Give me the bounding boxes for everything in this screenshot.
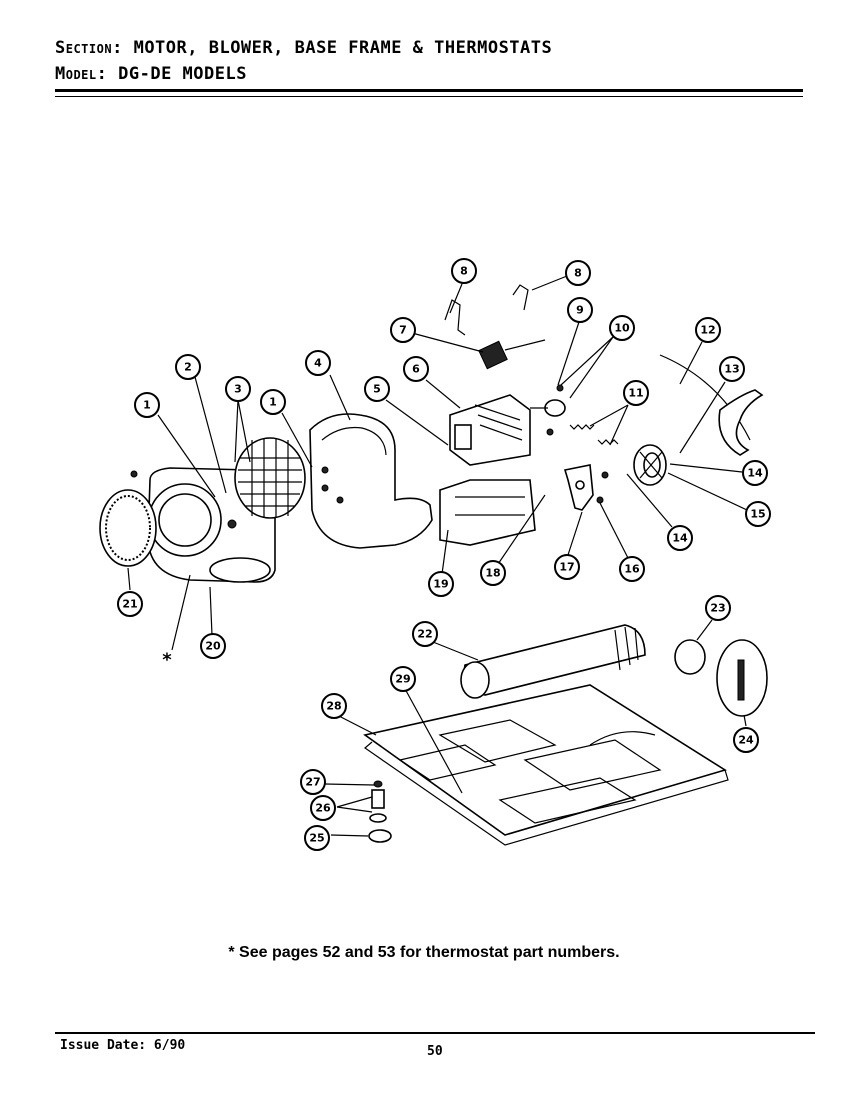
callout-9: 9 (567, 297, 593, 323)
svg-text:18: 18 (485, 567, 500, 580)
svg-text:10: 10 (614, 322, 630, 335)
svg-text:21: 21 (122, 598, 137, 611)
vent-strip (718, 389, 764, 456)
svg-text:8: 8 (574, 267, 582, 280)
callout-24: 24 (733, 727, 759, 753)
callout-6: 6 (403, 356, 429, 382)
callout-7: 7 (390, 317, 416, 343)
svg-text:6: 6 (412, 363, 420, 376)
thermostat-23-body (674, 639, 706, 675)
svg-text:26: 26 (315, 802, 331, 815)
svg-text:12: 12 (700, 324, 715, 337)
motor-clip-right (512, 284, 529, 311)
sensor-24-element (737, 659, 745, 701)
section-label: Section: (55, 38, 123, 58)
blower-wheel (234, 437, 306, 519)
svg-text:22: 22 (417, 628, 432, 641)
callout-23: 23 (705, 595, 731, 621)
exploded-parts-diagram: 1 2 3 1 4 5 6 7 8 8 9 10 11 12 13 14 15 … (99, 258, 771, 851)
svg-text:28: 28 (326, 700, 341, 713)
svg-text:15: 15 (750, 508, 765, 521)
screws (130, 384, 609, 529)
callout-22: 22 (412, 621, 438, 647)
callout-18: 18 (480, 560, 506, 586)
model-label: Model: (55, 64, 108, 84)
seal-ring (99, 489, 157, 567)
callout-5: 5 (364, 376, 390, 402)
svg-text:23: 23 (710, 602, 725, 615)
svg-text:14: 14 (747, 467, 763, 480)
callout-12: 12 (695, 317, 721, 343)
svg-text:13: 13 (724, 363, 739, 376)
svg-text:29: 29 (395, 673, 410, 686)
motor-mount (439, 479, 536, 546)
callout-8-left: 8 (451, 258, 477, 284)
svg-text:3: 3 (234, 383, 242, 396)
callout-11: 11 (623, 380, 649, 406)
callout-4: 4 (305, 350, 331, 376)
svg-text:25: 25 (309, 832, 324, 845)
motor-switch (478, 340, 508, 370)
footer-rule (55, 1032, 815, 1034)
svg-text:16: 16 (624, 563, 640, 576)
svg-text:11: 11 (628, 387, 643, 400)
drive-motor (449, 394, 566, 466)
svg-text:14: 14 (672, 532, 688, 545)
model-value: DG-DE MODELS (118, 64, 247, 84)
callout-29: 29 (390, 666, 416, 692)
svg-text:20: 20 (205, 640, 221, 653)
svg-text:24: 24 (738, 734, 754, 747)
header-rule-thick (55, 89, 803, 92)
svg-text:27: 27 (305, 776, 320, 789)
motor-switch-lead (504, 339, 546, 351)
callout-2: 2 (175, 354, 201, 380)
callout-14-top: 14 (742, 460, 768, 486)
drive-belt (659, 354, 751, 441)
leader-lines (127, 275, 748, 837)
svg-text:5: 5 (373, 383, 381, 396)
svg-text:1: 1 (143, 399, 151, 412)
heater-tube (460, 624, 646, 699)
callout-1-right: 1 (260, 389, 286, 415)
leveling-leg (368, 780, 392, 843)
callout-28: 28 (321, 693, 347, 719)
callout-10: 10 (609, 315, 635, 341)
callout-1-left: 1 (134, 392, 160, 418)
callout-13: 13 (719, 356, 745, 382)
callout-14-bottom: 14 (667, 525, 693, 551)
callout-20: 20 (200, 633, 226, 659)
idler-springs (569, 424, 619, 445)
callout-19: 19 (428, 571, 454, 597)
svg-text:1: 1 (269, 396, 277, 409)
svg-text:2: 2 (184, 361, 192, 374)
base-frame (363, 684, 729, 846)
page-number: 50 (427, 1044, 443, 1059)
idler-pulley (633, 444, 667, 486)
svg-text:19: 19 (433, 578, 448, 591)
svg-text:7: 7 (399, 324, 407, 337)
header-rule-thin (55, 96, 803, 97)
section-value: MOTOR, BLOWER, BASE FRAME & THERMOSTATS (133, 38, 553, 58)
section-header: Section: MOTOR, BLOWER, BASE FRAME & THE… (55, 38, 552, 58)
callout-27: 27 (300, 769, 326, 795)
issue-date: Issue Date: 6/90 (60, 1038, 186, 1053)
svg-text:8: 8 (460, 265, 468, 278)
callout-8-right: 8 (565, 260, 591, 286)
callout-25: 25 (304, 825, 330, 851)
svg-text:17: 17 (559, 561, 574, 574)
motor-clip-left (444, 299, 466, 336)
asterisk-marker: * (162, 650, 172, 671)
blower-housing-back (309, 413, 433, 549)
callout-3: 3 (225, 376, 251, 402)
svg-text:4: 4 (314, 357, 322, 370)
svg-text:9: 9 (576, 304, 584, 317)
callout-21: 21 (117, 591, 143, 617)
thermostat-footnote: * See pages 52 and 53 for thermostat par… (228, 944, 620, 961)
callout-26: 26 (310, 795, 336, 821)
model-header: Model: DG-DE MODELS (55, 64, 247, 84)
callout-16: 16 (619, 556, 645, 582)
callout-15: 15 (745, 501, 771, 527)
idler-bracket (563, 464, 594, 511)
callout-17: 17 (554, 554, 580, 580)
